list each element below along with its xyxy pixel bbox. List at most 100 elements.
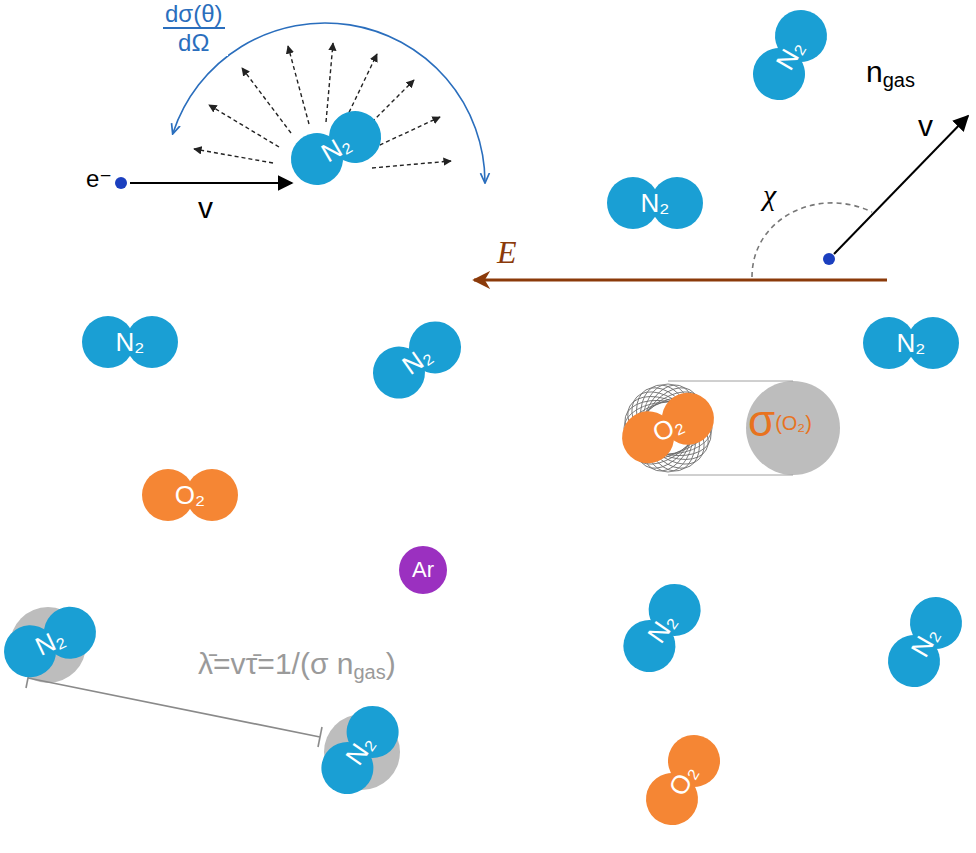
molecule-formula: O₂ — [664, 760, 702, 799]
molecule-content: N₂ — [82, 316, 178, 368]
atom-sphere — [0, 617, 65, 686]
atom-sphere — [336, 696, 408, 768]
atom-sphere — [126, 316, 178, 368]
molecule: N₂ — [363, 311, 471, 409]
atom-sphere — [320, 101, 391, 172]
molecule: N₂ — [863, 317, 959, 369]
atom-sphere — [142, 469, 194, 521]
molecule-shape — [743, 0, 836, 109]
molecule: N₂ — [82, 316, 178, 368]
molecule-formula: N₂ — [641, 190, 670, 216]
molecule-shape — [311, 696, 409, 804]
atom-sphere — [638, 574, 710, 646]
molecule-formula: N₂ — [643, 609, 681, 648]
molecule: N₂ — [311, 696, 409, 804]
atom-sphere — [907, 317, 959, 369]
mean-free-path-formula: gas — [353, 661, 385, 683]
scatter-arrow — [194, 149, 273, 163]
molecule: N₂ — [878, 587, 971, 696]
mean-free-path-formula: λ̄=vτ̄=1/(σ n — [198, 647, 353, 680]
molecule-content: N₂ — [613, 574, 711, 682]
molecule: O₂ — [636, 725, 729, 834]
molecule-formula: N₂ — [31, 624, 68, 660]
electron-dot — [115, 177, 127, 189]
field-label: E — [497, 234, 517, 270]
atom-sphere — [653, 384, 722, 453]
atom-sphere — [614, 403, 683, 472]
molecule-shape — [363, 311, 471, 409]
velocity-label-group: v — [918, 110, 933, 142]
cross-section-label: (O₂) — [775, 412, 812, 434]
molecule: N₂ — [281, 101, 390, 194]
cross-section-disc — [746, 381, 840, 475]
atom-sphere — [35, 598, 104, 667]
molecule-formula: Ar — [412, 559, 434, 581]
velocity-arrow — [834, 116, 968, 254]
molecule-content: O₂ — [142, 469, 238, 521]
molecule-formula: N₂ — [341, 731, 379, 770]
cross-section-label: σ — [748, 396, 775, 445]
rotation-swirl — [617, 377, 719, 479]
molecule-formula: O₂ — [649, 410, 687, 446]
atom-sphere — [743, 39, 814, 110]
molecule: N₂ — [0, 598, 104, 686]
cross-section-formula: dΩ — [163, 29, 225, 55]
molecule-content: N₂ — [607, 177, 703, 229]
atom-sphere — [878, 626, 949, 697]
cylinder-edge — [668, 381, 793, 382]
molecule-shape — [863, 317, 959, 369]
molecule-content: O₂ — [614, 384, 723, 472]
gas-density-label: n — [866, 55, 883, 88]
scatter-arrow — [242, 68, 291, 133]
atom-sphere — [399, 311, 471, 383]
atom-sphere — [186, 469, 238, 521]
molecule-content: N₂ — [281, 101, 390, 194]
atom-sphere — [765, 0, 836, 71]
atom: Ar — [399, 546, 447, 594]
molecule-formula: N₂ — [897, 330, 926, 356]
molecule-content: N₂ — [311, 696, 409, 804]
molecule: O₂ — [614, 384, 723, 472]
atom-sphere — [399, 546, 447, 594]
molecule-formula: N₂ — [772, 36, 809, 74]
atom-sphere — [311, 732, 383, 804]
molecule-shape — [82, 316, 178, 368]
mean-free-path-formula: ) — [386, 647, 396, 680]
molecule-shape — [607, 177, 703, 229]
molecule: N₂ — [613, 574, 711, 682]
atom-sphere — [900, 587, 971, 658]
molecule-shape — [613, 574, 711, 682]
cross-section-disc — [10, 607, 86, 683]
molecule-content: N₂ — [878, 587, 971, 696]
velocity-label-group: v — [198, 192, 213, 224]
atom-sphere — [363, 336, 435, 408]
molecule-shape — [142, 469, 238, 521]
atom-sphere — [82, 316, 134, 368]
molecule-shape — [399, 546, 447, 594]
free-path-bar — [26, 668, 322, 747]
scattering-arrows — [194, 43, 451, 168]
cross-section-disc — [324, 714, 400, 790]
atom-sphere — [636, 764, 707, 835]
molecule-shape — [281, 101, 390, 194]
molecule-shape — [614, 384, 723, 472]
molecule-shape — [878, 587, 971, 696]
atom-sphere — [607, 177, 659, 229]
gas-density-label-group: ngas — [866, 56, 915, 91]
field-arrow — [474, 279, 887, 282]
scatter-arrow — [343, 54, 377, 125]
angle-label-group: χ — [760, 178, 779, 212]
molecule-content: O₂ — [636, 725, 729, 834]
molecule-content: N₂ — [363, 311, 471, 409]
molecule-formula: O₂ — [175, 482, 205, 508]
molecule-content: N₂ — [0, 598, 104, 686]
scatter-arrow — [326, 43, 333, 122]
mean-free-path-formula-group: λ̄=vτ̄=1/(σ ngas) — [198, 648, 396, 683]
molecule: N₂ — [607, 177, 703, 229]
molecule: O₂ — [142, 469, 238, 521]
molecule-formula: N₂ — [398, 341, 437, 379]
